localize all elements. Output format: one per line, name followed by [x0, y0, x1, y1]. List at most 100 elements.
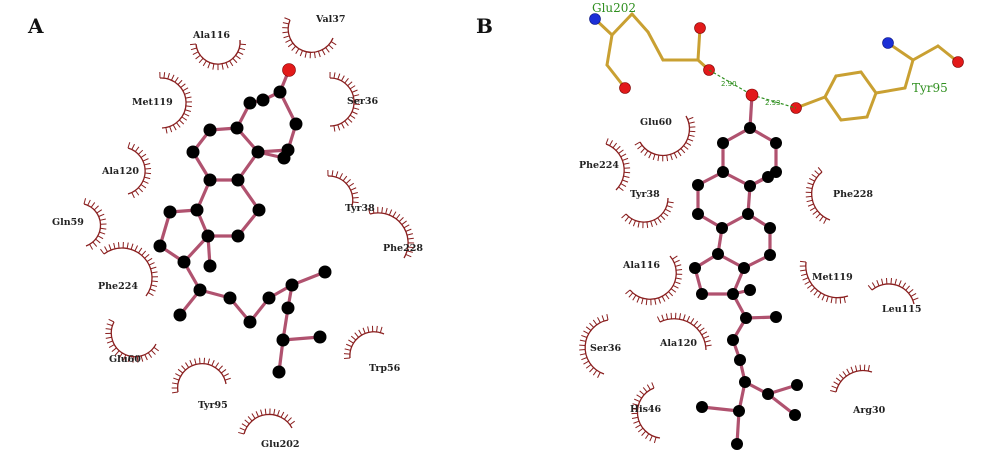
arc-tick	[701, 331, 708, 336]
arc-tick	[843, 296, 846, 304]
carbon-atom	[276, 333, 290, 347]
carbon-atom	[285, 278, 299, 292]
arc-tick	[337, 73, 341, 80]
carbon-atom	[762, 388, 774, 400]
arc-tick	[144, 253, 150, 259]
arc-tick	[406, 250, 413, 253]
arc-tick	[819, 215, 824, 222]
arc-tick	[583, 360, 589, 365]
arc-tick	[912, 297, 919, 301]
arc-tick	[113, 242, 116, 249]
arc-tick	[682, 314, 686, 321]
arc-tick	[654, 298, 657, 305]
arc-tick	[244, 419, 250, 425]
arc-tick	[93, 205, 99, 211]
arc-tick	[114, 350, 120, 356]
arc-tick	[804, 280, 811, 285]
arc-tick	[337, 124, 341, 131]
arc-tick	[136, 356, 139, 363]
carbon-atom	[186, 145, 200, 159]
arc-tick	[350, 187, 357, 191]
arc-tick	[235, 54, 241, 60]
arc-tick	[100, 248, 105, 255]
residue-label: Ser36	[590, 343, 622, 354]
residue-label: Phe228	[833, 189, 873, 200]
arc-tick	[220, 369, 227, 374]
arc-tick	[807, 284, 813, 289]
arc-tick	[147, 352, 153, 358]
carbon-atom	[791, 379, 803, 391]
arc-tick	[185, 105, 192, 108]
arc-tick	[649, 435, 653, 442]
arc-tick	[579, 339, 586, 342]
arc-tick	[183, 113, 190, 117]
carbon-atom	[231, 173, 245, 187]
arc-tick	[817, 167, 823, 173]
covalent-bond	[700, 405, 741, 413]
carbon-atom	[731, 438, 743, 450]
arc-tick	[111, 347, 117, 352]
arc-tick	[799, 260, 807, 263]
arc-tick	[287, 42, 294, 48]
hbond-distance: 2.90	[721, 80, 737, 88]
carbon-atom	[277, 151, 291, 165]
arc-tick	[379, 326, 383, 333]
arc-tick	[372, 207, 375, 214]
arc-tick	[592, 319, 598, 326]
arc-tick	[381, 207, 384, 214]
hydrophobic-arc	[103, 247, 153, 297]
arc-tick	[653, 437, 657, 444]
arc-tick	[285, 39, 292, 43]
arc-tick	[299, 50, 303, 57]
arc-tick	[628, 292, 634, 298]
arc-tick	[405, 254, 412, 258]
panel-b-contact-arcs	[579, 115, 919, 444]
arc-tick	[225, 62, 229, 69]
hydrophobic-arc	[287, 19, 334, 53]
arc-tick	[644, 150, 649, 156]
arc-tick	[674, 281, 681, 285]
arc-tick	[665, 208, 671, 213]
residue-label: Glu202	[261, 439, 299, 450]
arc-tick	[171, 74, 175, 81]
arc-tick	[825, 296, 829, 303]
arc-tick	[642, 387, 648, 393]
panel-a-ligand-bonds	[158, 68, 327, 374]
residue-label: Phe228	[383, 243, 423, 254]
panel-a-contact-arcs	[83, 17, 415, 435]
hydrophobic-arc	[329, 77, 355, 127]
carbon-atom	[717, 166, 729, 178]
arc-tick	[100, 227, 107, 230]
arc-tick	[349, 85, 356, 90]
carbon-atom	[177, 255, 191, 269]
hydrophobic-arc	[159, 77, 187, 129]
arc-tick	[221, 63, 224, 70]
arc-tick	[640, 147, 646, 153]
arc-tick	[696, 323, 702, 329]
arc-tick	[621, 213, 627, 219]
arc-tick	[131, 192, 135, 199]
arc-tick	[401, 220, 407, 225]
carbon-atom	[696, 288, 708, 300]
arc-tick	[632, 294, 637, 301]
arc-tick	[348, 339, 354, 344]
arc-tick	[831, 385, 838, 389]
residue-label: Ala116	[622, 260, 660, 271]
arc-tick	[194, 358, 197, 365]
hydrophobic-arc	[349, 331, 385, 359]
arc-tick	[625, 289, 631, 295]
arc-tick	[622, 179, 629, 183]
arc-tick	[182, 87, 189, 92]
arc-tick	[677, 150, 682, 157]
arc-tick	[620, 153, 627, 158]
covalent-bond	[630, 12, 650, 34]
arc-tick	[817, 292, 822, 299]
carbon-atom	[717, 137, 729, 149]
arc-tick	[636, 296, 640, 303]
carbon-atom	[190, 203, 204, 217]
covalent-bond	[834, 70, 863, 78]
carbon-atom	[742, 208, 754, 220]
hydrophobic-arc	[243, 413, 293, 435]
arc-tick	[173, 377, 180, 381]
arc-tick	[666, 155, 669, 162]
